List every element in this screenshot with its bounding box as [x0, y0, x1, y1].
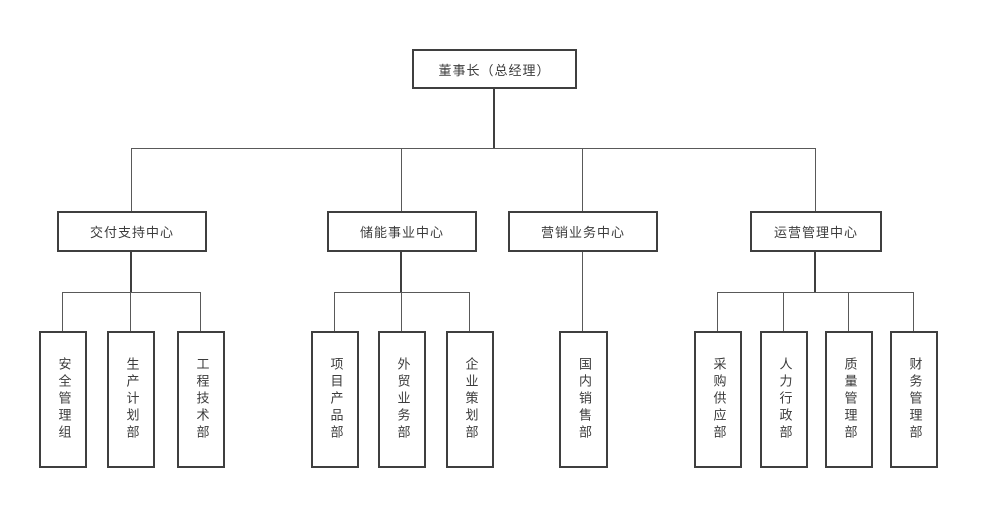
- node-engineering-technology-dept[interactable]: 工程技术部: [177, 331, 225, 468]
- node-quality-management-dept[interactable]: 质量管理部: [825, 331, 873, 468]
- node-foreign-trade-business-dept[interactable]: 外贸业务部: [378, 331, 426, 468]
- connector-line: [582, 252, 583, 331]
- connector-line: [848, 292, 849, 331]
- node-project-product-dept[interactable]: 项目产品部: [311, 331, 359, 468]
- node-energy-storage-business-center[interactable]: 储能事业中心: [327, 211, 477, 252]
- connector-line: [815, 148, 816, 211]
- connector-line: [717, 292, 718, 331]
- connector-line: [469, 292, 470, 331]
- connector-line: [401, 292, 402, 331]
- node-label: 人力行政部: [776, 357, 792, 442]
- connector-line: [814, 252, 816, 292]
- node-label: 营销业务中心: [540, 226, 625, 241]
- node-label: 交付支持中心: [89, 226, 174, 241]
- node-delivery-support-center[interactable]: 交付支持中心: [57, 211, 207, 252]
- node-label: 董事长（总经理）: [438, 63, 551, 79]
- connector-line: [63, 292, 201, 293]
- connector-line: [130, 292, 131, 331]
- node-label: 安全管理组: [55, 357, 71, 442]
- node-chairman-general-manager[interactable]: 董事长（总经理）: [412, 49, 577, 89]
- node-label: 采购供应部: [710, 357, 726, 442]
- node-marketing-business-center[interactable]: 营销业务中心: [508, 211, 658, 252]
- connector-line: [131, 148, 132, 211]
- connector-line: [62, 292, 63, 331]
- node-label: 国内销售部: [576, 357, 591, 442]
- node-procurement-supply-dept[interactable]: 采购供应部: [694, 331, 742, 468]
- node-label: 工程技术部: [193, 357, 209, 442]
- node-label: 项目产品部: [327, 357, 343, 442]
- node-label: 财务管理部: [906, 357, 922, 442]
- node-production-planning-dept[interactable]: 生产计划部: [107, 331, 155, 468]
- node-enterprise-planning-dept[interactable]: 企业策划部: [446, 331, 494, 468]
- connector-line: [131, 148, 816, 149]
- connector-line: [718, 292, 914, 293]
- node-operations-management-center[interactable]: 运营管理中心: [750, 211, 882, 252]
- node-label: 外贸业务部: [394, 357, 410, 442]
- connector-line: [334, 292, 335, 331]
- node-domestic-sales-dept[interactable]: 国内销售部: [559, 331, 608, 468]
- connector-line: [913, 292, 914, 331]
- node-safety-management-group[interactable]: 安全管理组: [39, 331, 87, 468]
- connector-line: [401, 148, 402, 211]
- node-finance-management-dept[interactable]: 财务管理部: [890, 331, 938, 468]
- connector-line: [200, 292, 201, 331]
- node-label: 储能事业中心: [359, 226, 444, 241]
- node-label: 质量管理部: [841, 357, 857, 442]
- connector-line: [335, 292, 470, 293]
- connector-line: [130, 252, 132, 292]
- node-label: 生产计划部: [123, 357, 139, 442]
- connector-line: [493, 89, 495, 148]
- node-label: 企业策划部: [462, 357, 478, 442]
- connector-line: [582, 148, 583, 211]
- node-hr-administration-dept[interactable]: 人力行政部: [760, 331, 808, 468]
- connector-line: [400, 252, 402, 292]
- node-label: 运营管理中心: [773, 226, 858, 241]
- connector-line: [783, 292, 784, 331]
